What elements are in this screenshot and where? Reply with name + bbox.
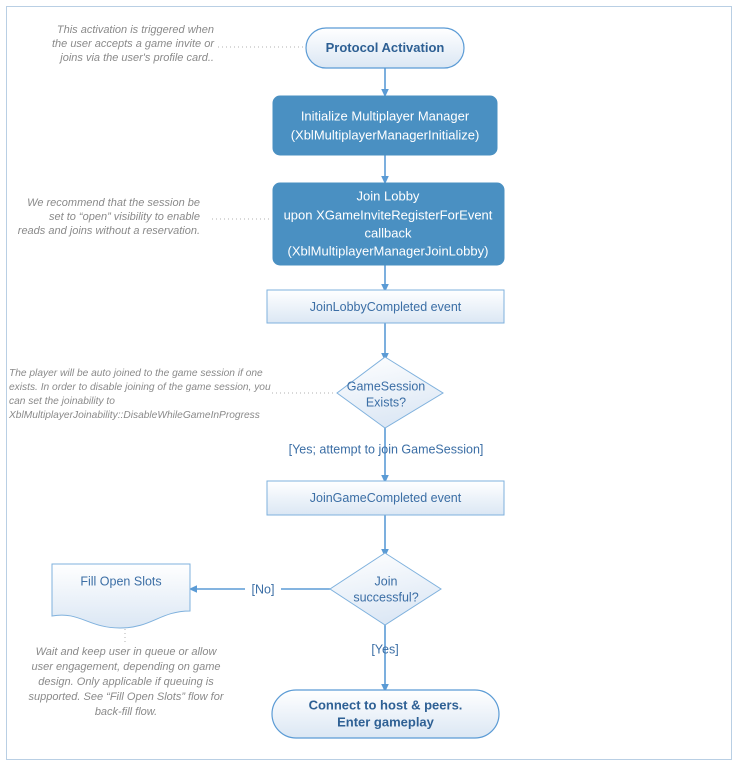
connect-host-peers-shape <box>271 689 500 739</box>
fill-open-slots-label: Fill Open Slots <box>80 574 161 588</box>
join-successful-line1: Join <box>375 574 398 588</box>
initialize-manager-line1: Initialize Multiplayer Manager <box>301 108 470 123</box>
node-protocol-activation[interactable]: Protocol Activation <box>305 27 465 69</box>
edge-label-yes-attempt-join: [Yes; attempt to join GameSession] <box>289 442 484 456</box>
node-initialize-multiplayer-manager[interactable]: Initialize Multiplayer Manager (XblMulti… <box>272 95 498 156</box>
node-join-lobby-completed[interactable]: JoinLobbyCompleted event <box>266 289 505 324</box>
protocol-activation-shape <box>305 27 465 69</box>
note-joinability-line-1: The player will be auto joined to the ga… <box>9 368 263 379</box>
note-session-line-3: reads and joins without a reservation. <box>18 225 200 237</box>
initialize-manager-shape <box>272 95 498 156</box>
join-lobby-completed-label: JoinLobbyCompleted event <box>310 300 462 314</box>
note-activation-line-2: the user accepts a game invite or <box>52 38 215 50</box>
node-fill-open-slots[interactable]: Fill Open Slots <box>51 563 191 629</box>
join-lobby-completed-shape <box>266 289 505 324</box>
note-session-visibility: We recommend that the session be set to … <box>18 197 200 237</box>
join-successful-shape <box>329 552 442 626</box>
note-activation-line-1: This activation is triggered when <box>57 24 214 36</box>
note-joinability-line-3: can set the joinability to <box>9 396 115 407</box>
join-successful-line2: successful? <box>353 590 418 604</box>
note-joinability-line-2: exists. In order to disable joining of t… <box>9 382 271 393</box>
join-lobby-line2: upon XGameInviteRegisterForEvent <box>284 207 493 222</box>
node-connect-host-peers[interactable]: Connect to host & peers. Enter gameplay <box>271 689 500 739</box>
fill-open-slots-shape <box>51 563 191 629</box>
node-join-successful[interactable]: Join successful? <box>329 552 442 626</box>
note-queue-line-3: design. Only applicable if queuing is <box>38 676 214 688</box>
edge-label-no: [No] <box>252 582 275 596</box>
note-queue-line-2: user engagement, depending on game <box>32 661 221 673</box>
join-game-completed-shape <box>266 480 505 516</box>
edge-label-no-bg <box>245 581 281 597</box>
edge-label-no-wrap: [No] <box>245 581 281 597</box>
join-lobby-line4: (XblMultiplayerManagerJoinLobby) <box>288 243 489 258</box>
join-lobby-line1: Join Lobby <box>357 188 420 203</box>
note-queue-line-1: Wait and keep user in queue or allow <box>36 646 218 658</box>
edge-label-yes: [Yes] <box>371 642 398 656</box>
note-session-line-2: set to “open” visibility to enable <box>49 211 200 223</box>
game-session-exists-line2: Exists? <box>366 395 406 409</box>
note-session-line-1: We recommend that the session be <box>27 197 200 209</box>
note-queue: Wait and keep user in queue or allow use… <box>28 646 224 718</box>
game-session-exists-line1: GameSession <box>347 379 426 393</box>
game-session-exists-shape <box>336 356 444 429</box>
connect-host-peers-line1: Connect to host & peers. <box>309 697 463 712</box>
connect-host-peers-line2: Enter gameplay <box>337 714 435 729</box>
join-lobby-shape <box>272 182 505 266</box>
join-lobby-line3: callback <box>365 225 412 240</box>
node-join-game-completed[interactable]: JoinGameCompleted event <box>266 480 505 516</box>
node-game-session-exists[interactable]: GameSession Exists? <box>336 356 444 429</box>
node-join-lobby[interactable]: Join Lobby upon XGameInviteRegisterForEv… <box>272 182 505 266</box>
note-activation-line-3: joins via the user's profile card.. <box>58 52 214 64</box>
note-queue-line-4: supported. See “Fill Open Slots” flow fo… <box>28 691 224 703</box>
initialize-manager-line2: (XblMultiplayerManagerInitialize) <box>291 127 480 142</box>
note-joinability: The player will be auto joined to the ga… <box>8 368 271 421</box>
join-game-completed-label: JoinGameCompleted event <box>310 491 462 505</box>
note-joinability-line-4: XblMultiplayerJoinability::DisableWhileG… <box>8 410 260 421</box>
note-activation: This activation is triggered when the us… <box>52 24 215 64</box>
protocol-activation-label: Protocol Activation <box>326 40 445 55</box>
note-queue-line-5: back-fill flow. <box>95 706 157 718</box>
